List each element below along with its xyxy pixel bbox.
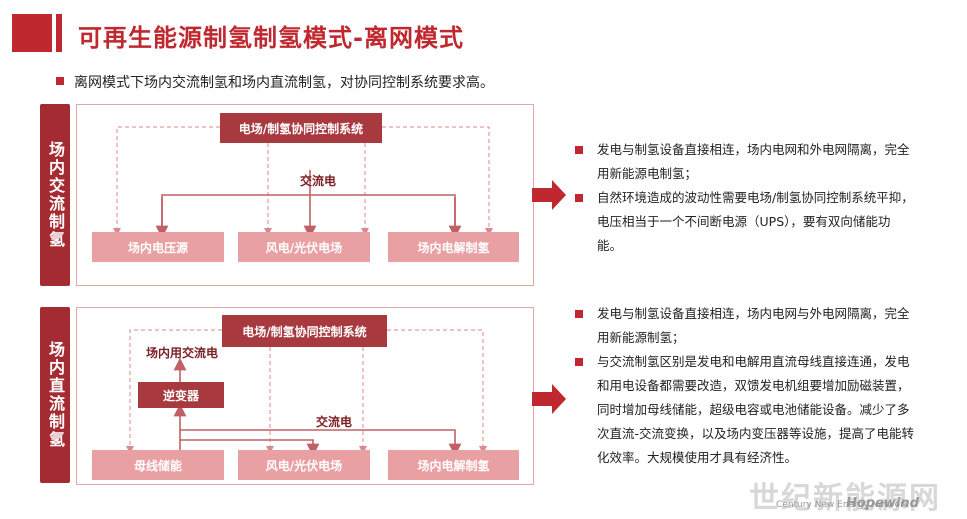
bullet-square-icon bbox=[575, 358, 583, 366]
bullets-ac: 发电与制氢设备直接相连，场内电网和外电网隔离，完全用新能源电制氢； 自然环境造成… bbox=[575, 138, 915, 258]
brand-logo: Hopewind bbox=[846, 496, 919, 511]
bullet-item: 与交流制氢区别是发电和电解用直流母线直接连通，发电和用电设备都需要改造，双馈发电… bbox=[575, 350, 920, 470]
bullet-item: 自然环境造成的波动性需要电场/制氢协同控制系统平抑，电压相当于一个不间断电源（U… bbox=[575, 186, 915, 258]
bullet-item: 发电与制氢设备直接相连，场内电网和外电网隔离，完全用新能源电制氢； bbox=[575, 138, 915, 186]
node-bus-storage: 母线储能 bbox=[92, 450, 224, 480]
inverter-box: 逆变器 bbox=[138, 382, 224, 408]
node-voltage-source: 场内电压源 bbox=[92, 232, 224, 262]
node-wind-solar-ac: 风电/光伏电场 bbox=[238, 232, 370, 262]
ac-power-label-dc: 交流电 bbox=[316, 415, 353, 429]
ac-use-label: 场内用交流电 bbox=[146, 346, 219, 360]
bullet-square-icon bbox=[575, 194, 583, 202]
node-electrolysis-ac: 场内电解制氢 bbox=[388, 232, 519, 262]
title-accent-stripe bbox=[56, 14, 62, 52]
page-subtitle: 离网模式下场内交流制氢和场内直流制氢，对协同控制系统要求高。 bbox=[74, 75, 494, 91]
bullets-dc: 发电与制氢设备直接相连，场内电网与外电网隔离，完全用新能源制氢； 与交流制氢区别… bbox=[575, 302, 920, 470]
bullet-item: 发电与制氢设备直接相连，场内电网与外电网隔离，完全用新能源制氢； bbox=[575, 302, 920, 350]
node-wind-solar-dc: 风电/光伏电场 bbox=[238, 450, 370, 480]
node-electrolysis-dc: 场内电解制氢 bbox=[388, 450, 519, 480]
controller-box-dc: 电场/制氢协同控制系统 bbox=[222, 315, 387, 347]
watermark-cn: 世纪新能源网 bbox=[749, 481, 941, 516]
page-title: 可再生能源制氢制氢模式-离网模式 bbox=[78, 24, 464, 52]
bullet-square-icon bbox=[575, 310, 583, 318]
title-accent-bar bbox=[12, 14, 52, 52]
bullet-square-icon bbox=[575, 146, 583, 154]
side-label-ac: 场内交流制氢 bbox=[40, 104, 70, 286]
ac-power-label: 交流电 bbox=[300, 174, 337, 188]
bullet-square-icon bbox=[56, 77, 64, 85]
side-label-dc: 场内直流制氢 bbox=[40, 307, 70, 483]
watermark-en: Century New Energy Network bbox=[776, 500, 910, 510]
controller-box-ac: 电场/制氢协同控制系统 bbox=[220, 113, 382, 143]
